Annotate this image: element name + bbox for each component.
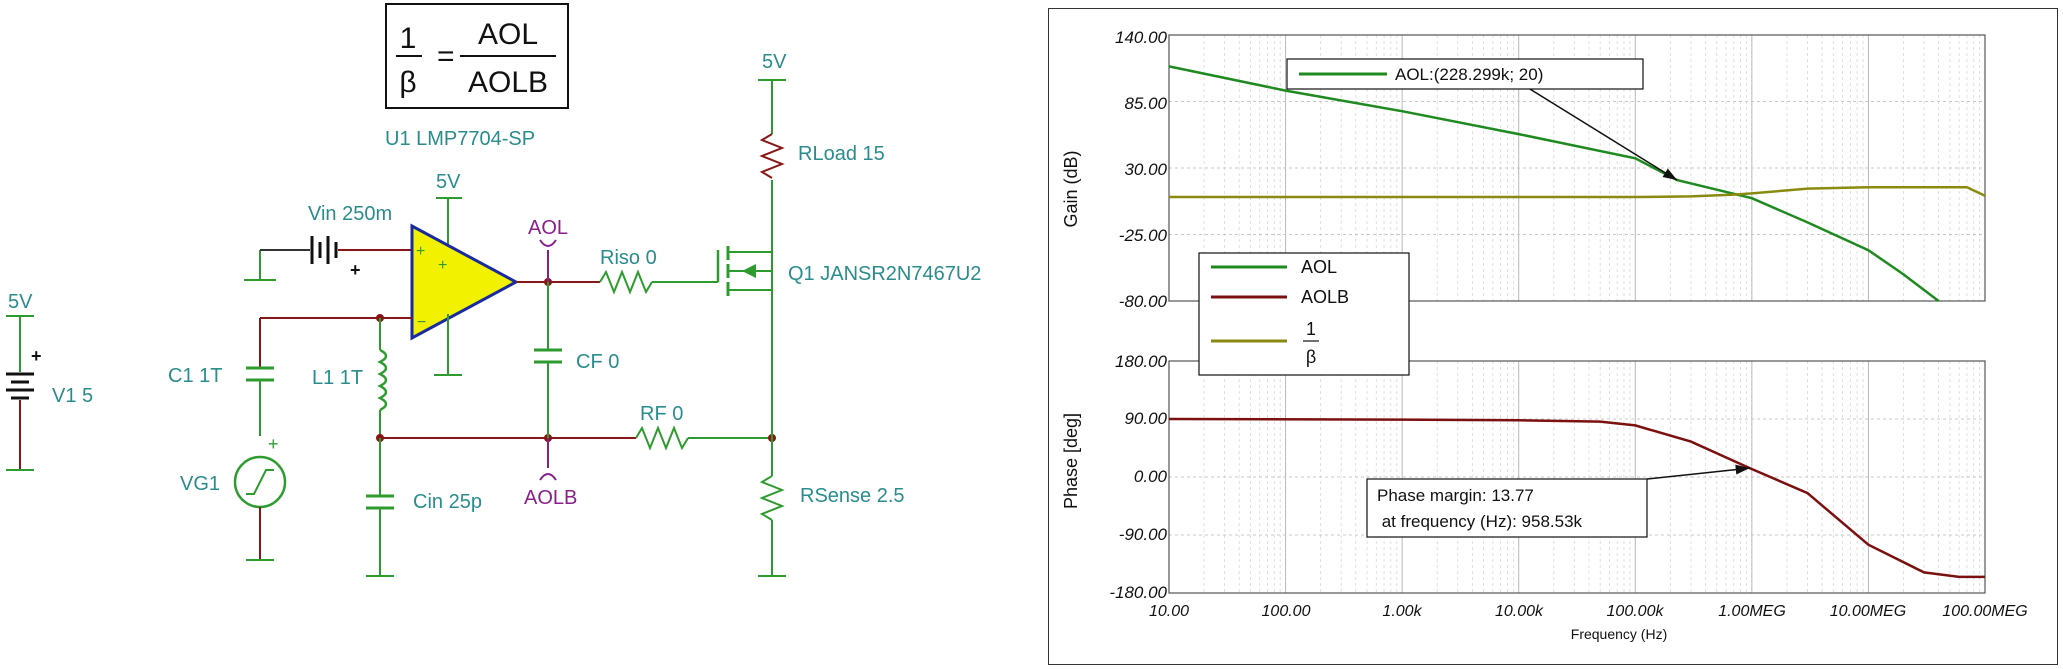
phase-margin-annotation: Phase margin: 13.77 at frequency (Hz): 9… <box>1366 464 1750 538</box>
riso-resistor[interactable]: Riso 0 <box>599 247 718 295</box>
vin-source[interactable]: Vin 250m + <box>244 203 412 281</box>
cf-label: CF 0 <box>576 351 619 373</box>
opamp-plus-input: + <box>416 243 425 260</box>
rsense-label: RSense 2.5 <box>800 485 905 507</box>
aol-annotation-text: AOL:(228.299k; 20) <box>1395 65 1543 84</box>
v1-source[interactable]: 5V + V1 5 <box>6 291 93 471</box>
c1-label: C1 1T <box>168 365 222 387</box>
opamp-u1[interactable]: + − + <box>410 223 520 376</box>
x-tick: 10.00 <box>1149 603 1189 620</box>
vg1-label: VG1 <box>180 473 220 495</box>
bode-plot-panel: Gain (dB) Phase [deg] Frequency (Hz) 140… <box>1048 8 2058 665</box>
phase-ylabel: Phase [deg] <box>1061 413 1081 509</box>
opamp-supply-plus: + <box>438 257 447 274</box>
aol-annotation: AOL:(228.299k; 20) <box>1286 58 1678 181</box>
aolb-net-label: AOLB <box>524 487 577 509</box>
formula-numerator: AOL <box>478 18 538 51</box>
x-tick: 100.00MEG <box>1942 603 2027 620</box>
x-ticks: 10.00 100.00 1.00k 10.00k 100.00k 1.00ME… <box>1149 603 2028 620</box>
v1-label: V1 5 <box>52 385 93 407</box>
plot-frames <box>1168 34 1986 594</box>
gain-tick: 140.00 <box>1115 28 1168 47</box>
gain-tick: -80.00 <box>1119 292 1168 311</box>
x-tick: 1.00k <box>1382 603 1422 620</box>
cin-capacitor[interactable]: Cin 25p <box>366 438 482 577</box>
x-axis-label: Frequency (Hz) <box>1571 626 1667 642</box>
gain-tick: 30.00 <box>1124 160 1167 179</box>
phase-tick: 0.00 <box>1134 467 1168 486</box>
vin-label: Vin 250m <box>308 203 392 225</box>
formula-one: 1 <box>400 22 417 55</box>
gain-tick: 85.00 <box>1124 94 1167 113</box>
plot-frame <box>1168 360 1986 594</box>
formula-denominator: AOLB <box>468 66 548 99</box>
u1-supply-label: 5V <box>436 171 461 193</box>
x-tick: 10.00MEG <box>1830 603 1906 620</box>
gain-y-ticks: 140.00 85.00 30.00 -25.00 -80.00 <box>1115 28 1168 311</box>
v1-plus: + <box>31 346 42 366</box>
rload-supply-label: 5V <box>762 51 787 73</box>
rf-label: RF 0 <box>640 403 683 425</box>
rload-label: RLoad 15 <box>798 143 885 165</box>
plot-frame <box>1168 34 1986 302</box>
l1-label: L1 1T <box>312 367 363 389</box>
phase-tick: -180.00 <box>1109 583 1167 602</box>
legend-aolb: AOLB <box>1301 287 1349 307</box>
u1-label: U1 LMP7704-SP <box>385 128 535 150</box>
c1-capacitor[interactable]: C1 1T <box>168 365 274 436</box>
phase-tick: 180.00 <box>1115 352 1168 371</box>
vg1-plus: + <box>268 434 279 454</box>
legend-inv-beta-top: 1 <box>1306 319 1316 339</box>
beta-formula: 1 β = AOL AOLB <box>385 3 569 109</box>
phase-tick: -90.00 <box>1119 525 1168 544</box>
legend-inv-beta-bottom: β <box>1306 347 1316 367</box>
x-tick: 100.00k <box>1607 603 1665 620</box>
chart-legend: AOL AOLB 1 β <box>1198 252 1410 376</box>
formula-beta: β <box>399 66 416 99</box>
rload-resistor[interactable]: 5V RLoad 15 <box>758 51 885 179</box>
series-line-1-beta <box>1169 186 1986 199</box>
phase-margin-line1: Phase margin: 13.77 <box>1377 486 1534 505</box>
gain-tick: -25.00 <box>1119 226 1168 245</box>
v1-supply-label: 5V <box>8 291 33 313</box>
x-tick: 100.00 <box>1262 603 1311 620</box>
circuit-schematic: 1 β = AOL AOLB 5V + V1 5 U1 LMP7704-SP 5… <box>6 3 981 577</box>
riso-label: Riso 0 <box>600 247 657 269</box>
x-tick: 1.00MEG <box>1718 603 1786 620</box>
bode-plot: Gain (dB) Phase [deg] Frequency (Hz) 140… <box>1061 28 2028 642</box>
rf-resistor[interactable]: RF 0 <box>635 403 776 451</box>
cin-label: Cin 25p <box>413 491 482 513</box>
phase-tick: 90.00 <box>1124 409 1167 428</box>
series-line-aolb <box>1168 417 1985 579</box>
l1-inductor[interactable]: L1 1T <box>312 318 388 438</box>
svg-text:=: = <box>437 40 455 73</box>
phase-y-ticks: 180.00 90.00 0.00 -90.00 -180.00 <box>1109 352 1167 602</box>
cf-capacitor[interactable]: CF 0 <box>534 282 619 438</box>
vin-plus: + <box>350 260 361 280</box>
legend-aol: AOL <box>1301 257 1337 277</box>
q1-mosfet[interactable]: Q1 JANSR2N7467U2 <box>716 180 981 438</box>
aol-net-label: AOL <box>528 217 568 239</box>
rsense-resistor[interactable]: RSense 2.5 <box>758 438 905 577</box>
gain-ylabel: Gain (dB) <box>1061 150 1081 227</box>
q1-label: Q1 JANSR2N7467U2 <box>788 263 981 285</box>
x-tick: 10.00k <box>1495 603 1544 620</box>
opamp-minus-input: − <box>417 314 426 331</box>
vg1-source[interactable]: + VG1 <box>180 434 287 561</box>
phase-margin-line2: at frequency (Hz): 958.53k <box>1377 512 1583 531</box>
